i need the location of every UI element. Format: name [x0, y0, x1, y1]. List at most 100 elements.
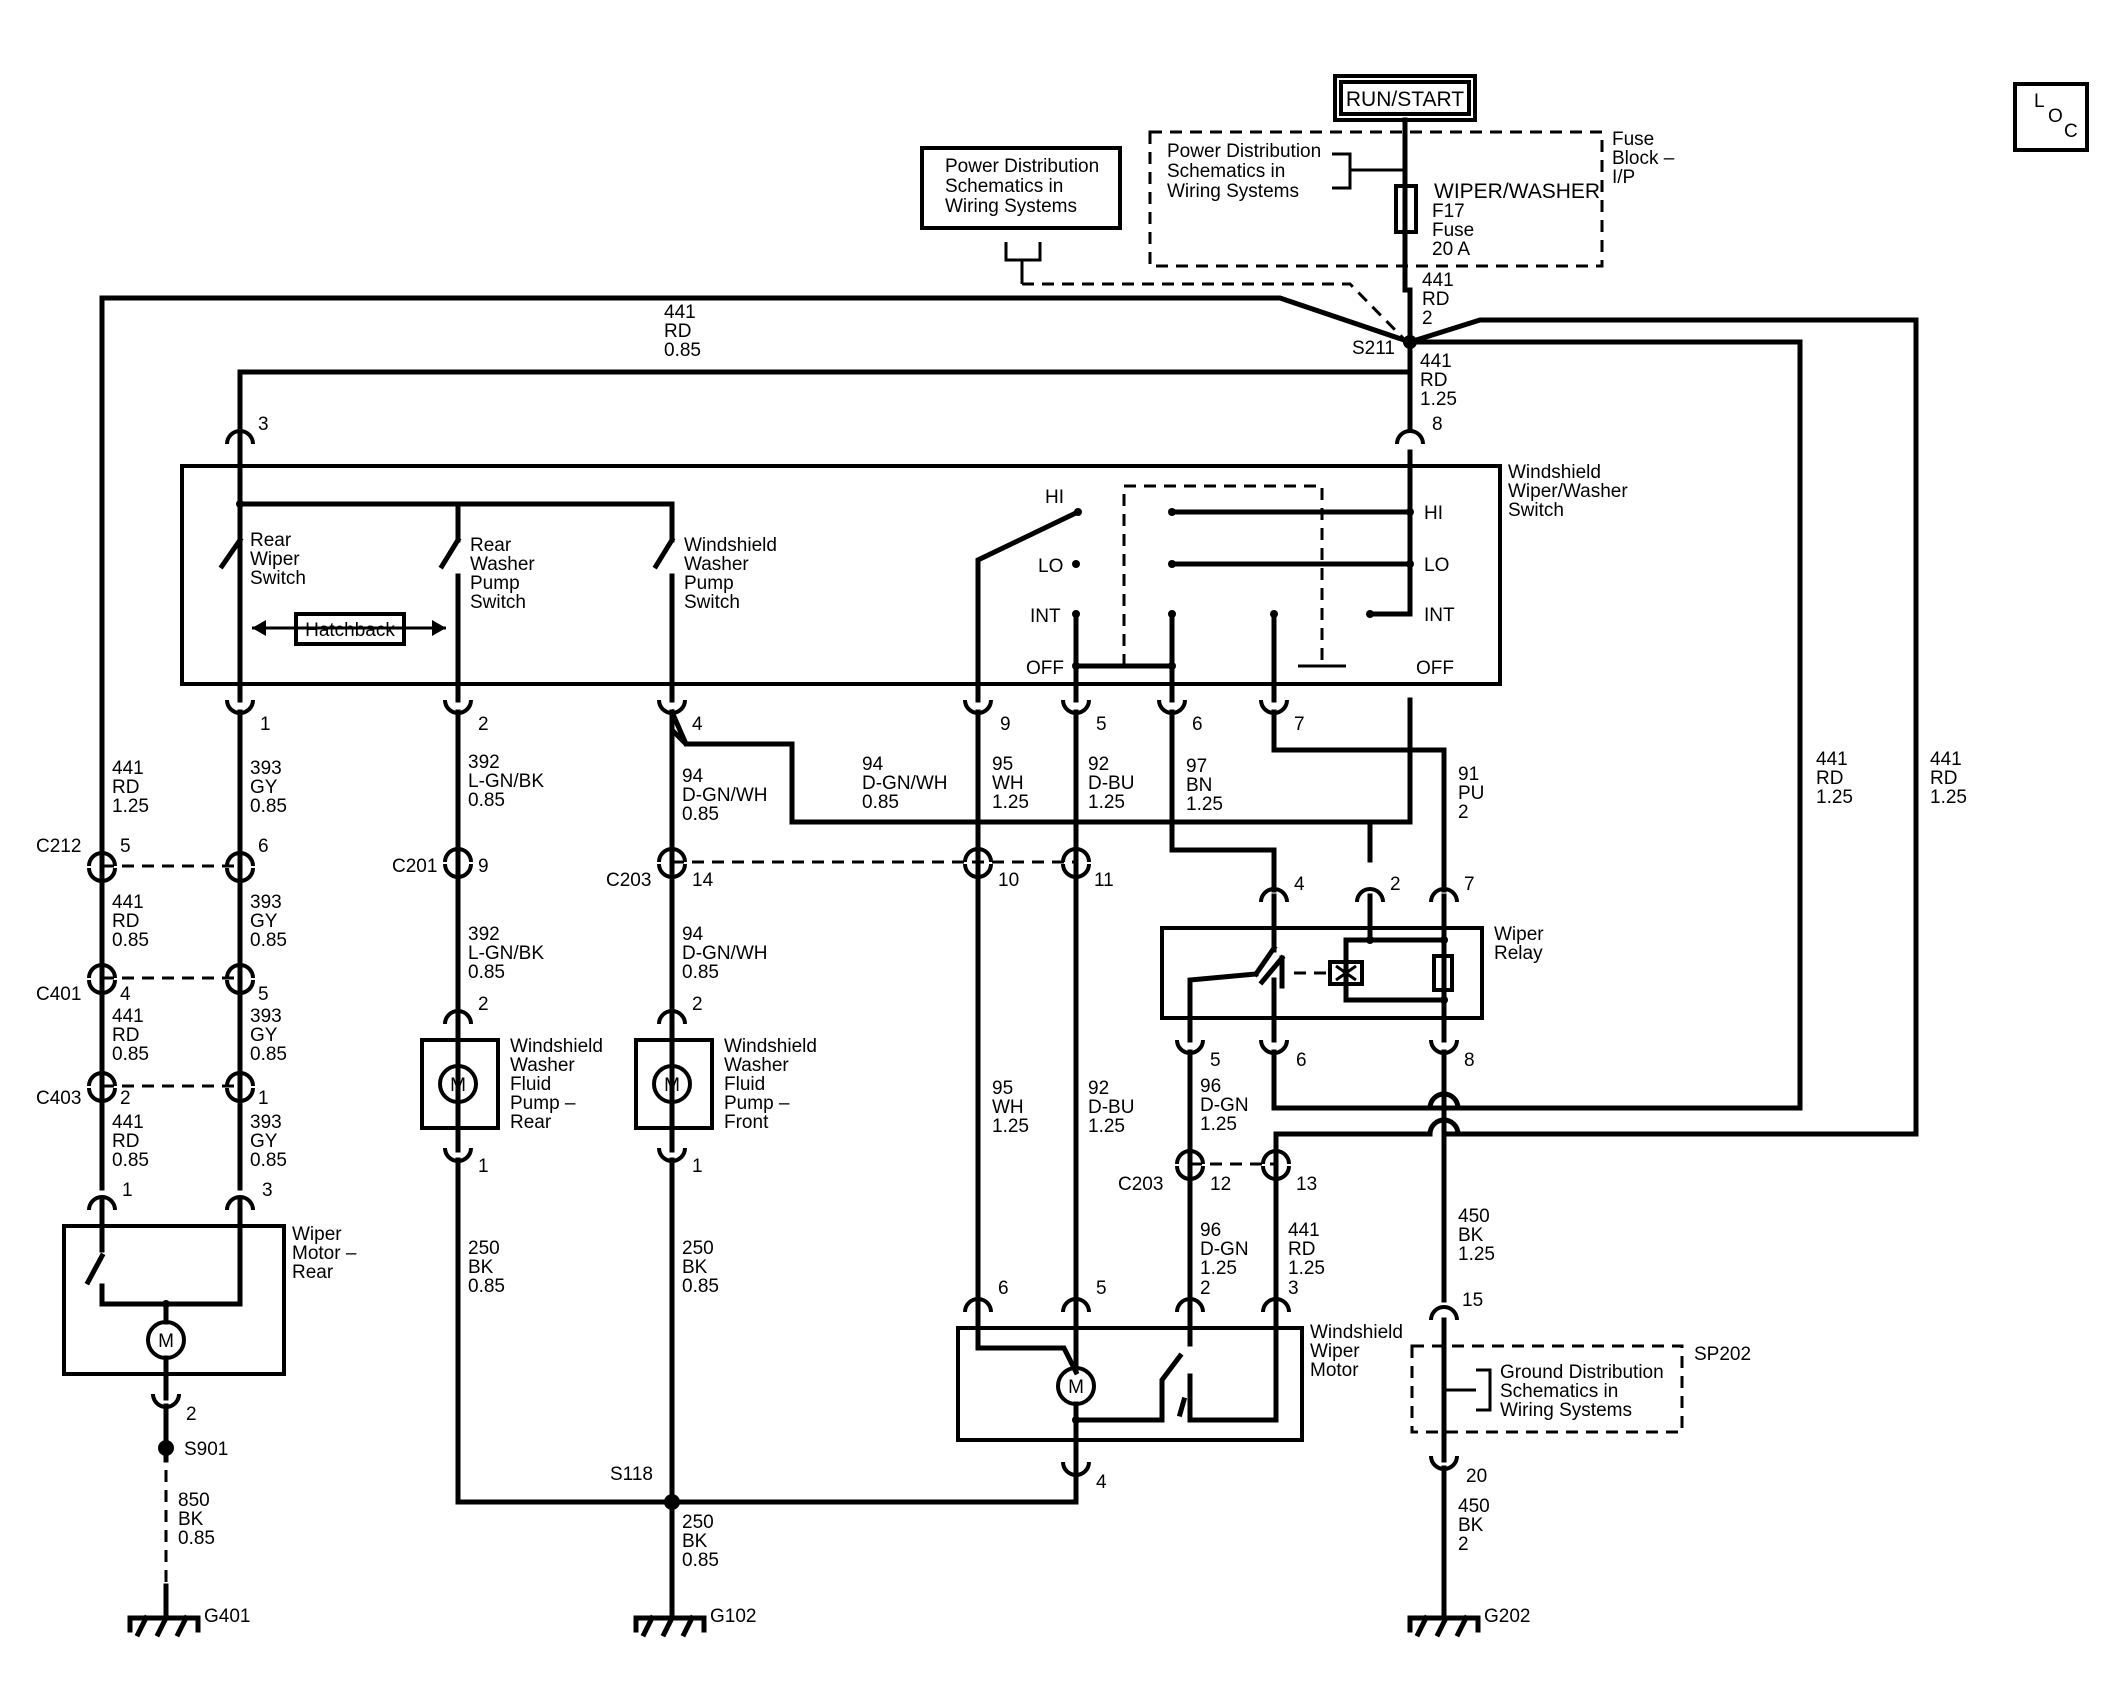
svg-text:S901: S901: [184, 1439, 228, 1460]
svg-text:1.25: 1.25: [992, 792, 1029, 813]
svg-text:441: 441: [1816, 749, 1848, 770]
svg-text:RD: RD: [112, 1131, 139, 1152]
svg-text:392: 392: [468, 924, 500, 945]
svg-text:Switch: Switch: [470, 592, 526, 613]
svg-text:RD: RD: [112, 1025, 139, 1046]
svg-text:Pump –: Pump –: [724, 1093, 790, 1114]
svg-text:RD: RD: [1288, 1239, 1315, 1260]
svg-text:4: 4: [692, 714, 703, 735]
svg-text:0.85: 0.85: [468, 790, 505, 811]
svg-text:D-GN/WH: D-GN/WH: [862, 773, 947, 794]
svg-text:RD: RD: [112, 777, 139, 798]
svg-text:0.85: 0.85: [682, 1276, 719, 1297]
svg-text:C201: C201: [392, 856, 437, 877]
svg-text:13: 13: [1296, 1174, 1317, 1195]
svg-text:2: 2: [1390, 874, 1401, 895]
svg-text:Fluid: Fluid: [724, 1074, 765, 1095]
svg-text:4: 4: [1096, 1472, 1107, 1493]
svg-text:Wiring Systems: Wiring Systems: [1500, 1400, 1632, 1421]
svg-text:0.85: 0.85: [250, 1044, 287, 1065]
svg-text:0.85: 0.85: [682, 962, 719, 983]
sp202-ground-distribution: SP202 Ground Distribution Schematics in …: [1410, 1317, 1751, 1463]
svg-text:20 A: 20 A: [1432, 239, 1470, 260]
svg-text:L: L: [2034, 91, 2045, 112]
svg-text:2: 2: [120, 1088, 131, 1109]
svg-text:0.85: 0.85: [250, 1150, 287, 1171]
svg-text:LO: LO: [1038, 556, 1063, 577]
svg-text:8: 8: [1464, 1050, 1475, 1071]
svg-text:HI: HI: [1424, 503, 1443, 524]
svg-text:6: 6: [1192, 714, 1203, 735]
svg-text:0.85: 0.85: [250, 930, 287, 951]
svg-text:392: 392: [468, 752, 500, 773]
svg-text:4: 4: [120, 984, 131, 1005]
svg-text:850: 850: [178, 1490, 210, 1511]
svg-text:Wiper: Wiper: [1310, 1341, 1360, 1362]
wiper-washer-switch: Windshield Wiper/Washer Switch Rear Wipe…: [180, 449, 1628, 703]
svg-text:393: 393: [250, 1112, 282, 1133]
svg-text:2: 2: [1458, 1534, 1469, 1555]
svg-text:Washer: Washer: [724, 1055, 789, 1076]
svg-text:450: 450: [1458, 1206, 1490, 1227]
washer-pump-rear: M Windshield Washer Fluid Pump – Rear: [420, 1015, 603, 1153]
svg-text:Rear: Rear: [292, 1262, 334, 1283]
svg-text:6: 6: [258, 836, 269, 857]
svg-text:1.25: 1.25: [1200, 1258, 1237, 1279]
svg-text:Hatchback: Hatchback: [305, 620, 395, 641]
svg-text:Washer: Washer: [510, 1055, 575, 1076]
svg-text:0.85: 0.85: [250, 796, 287, 817]
svg-text:1.25: 1.25: [1420, 389, 1457, 410]
svg-text:D-GN: D-GN: [1200, 1095, 1249, 1116]
svg-text:C401: C401: [36, 984, 81, 1005]
svg-text:GY: GY: [250, 1131, 278, 1152]
svg-text:RD: RD: [1420, 370, 1447, 391]
svg-text:393: 393: [250, 1006, 282, 1027]
svg-text:D-GN: D-GN: [1200, 1239, 1249, 1260]
svg-text:94: 94: [862, 754, 884, 775]
svg-text:6: 6: [998, 1278, 1009, 1299]
svg-text:10: 10: [998, 870, 1019, 891]
svg-text:Rear: Rear: [470, 535, 512, 556]
svg-text:Wiper/Washer: Wiper/Washer: [1508, 481, 1628, 502]
svg-text:1.25: 1.25: [1288, 1258, 1325, 1279]
svg-text:WIPER/WASHER: WIPER/WASHER: [1434, 180, 1600, 203]
svg-text:0.85: 0.85: [112, 1150, 149, 1171]
svg-text:Wiring Systems: Wiring Systems: [1167, 181, 1299, 202]
svg-text:I/P: I/P: [1612, 167, 1635, 188]
svg-text:Windshield: Windshield: [510, 1036, 603, 1057]
svg-text:8: 8: [1432, 414, 1443, 435]
svg-text:Power Distribution: Power Distribution: [945, 156, 1099, 177]
svg-text:G102: G102: [710, 1606, 756, 1627]
svg-text:96: 96: [1200, 1220, 1221, 1241]
svg-text:1.25: 1.25: [1088, 792, 1125, 813]
svg-text:15: 15: [1462, 1290, 1483, 1311]
svg-text:OFF: OFF: [1416, 658, 1454, 679]
svg-text:Motor: Motor: [1310, 1360, 1359, 1381]
svg-text:BK: BK: [1458, 1515, 1484, 1536]
svg-text:0.85: 0.85: [682, 804, 719, 825]
svg-text:C203: C203: [606, 870, 651, 891]
svg-text:5: 5: [1210, 1050, 1221, 1071]
svg-text:5: 5: [258, 984, 269, 1005]
svg-text:RD: RD: [1930, 768, 1957, 789]
svg-text:91: 91: [1458, 764, 1479, 785]
svg-text:GY: GY: [250, 911, 278, 932]
svg-text:6: 6: [1296, 1050, 1307, 1071]
svg-text:0.85: 0.85: [862, 792, 899, 813]
svg-text:3: 3: [1288, 1278, 1299, 1299]
svg-text:1: 1: [692, 1156, 703, 1177]
svg-text:Switch: Switch: [684, 592, 740, 613]
svg-text:2: 2: [1200, 1278, 1211, 1299]
svg-text:2: 2: [692, 994, 703, 1015]
svg-text:4: 4: [1294, 874, 1305, 895]
svg-text:2: 2: [1422, 308, 1433, 329]
svg-text:G401: G401: [204, 1606, 250, 1627]
svg-text:95: 95: [992, 754, 1013, 775]
svg-text:1: 1: [258, 1088, 269, 1109]
svg-text:C212: C212: [36, 836, 81, 857]
svg-text:WH: WH: [992, 1097, 1024, 1118]
svg-text:393: 393: [250, 892, 282, 913]
svg-text:S211: S211: [1352, 338, 1395, 359]
svg-text:Relay: Relay: [1494, 943, 1543, 964]
